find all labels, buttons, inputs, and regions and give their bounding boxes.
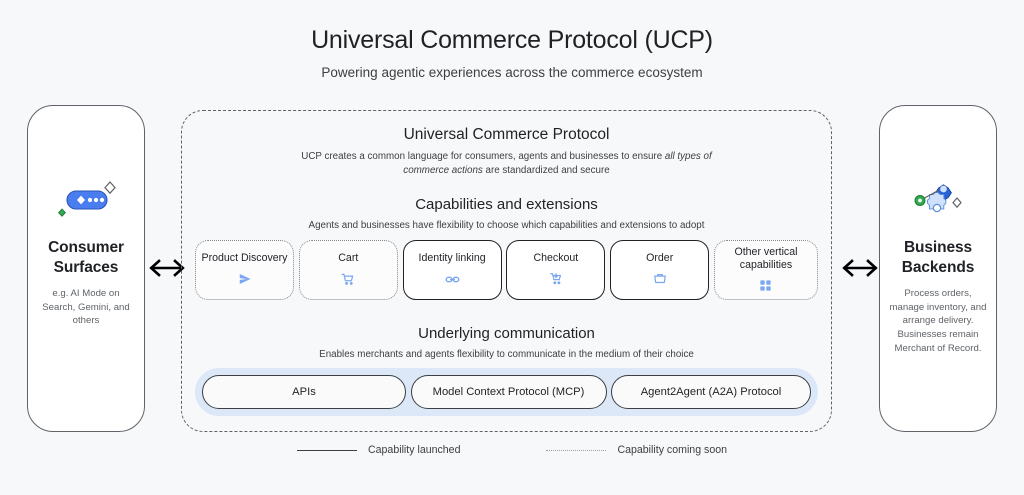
communication-title: Underlying communication — [418, 325, 595, 342]
capabilities-subtitle: Agents and businesses have flexibility t… — [308, 220, 705, 231]
capability-cards-row: Product Discovery Cart Identity linking — [195, 240, 818, 300]
ucp-subtitle-part1: UCP creates a common language for consum… — [301, 150, 665, 162]
consumer-surfaces-panel[interactable]: Consumer Surfaces e.g. AI Mode on Search… — [27, 105, 145, 432]
bidirectional-arrow-left-icon — [148, 255, 186, 281]
capability-card-checkout[interactable]: Checkout — [506, 240, 606, 300]
protocol-pill-a2a[interactable]: Agent2Agent (A2A) Protocol — [611, 375, 811, 409]
panel-title-line2: Surfaces — [53, 258, 119, 276]
legend-dotted-line-icon — [546, 449, 607, 451]
ucp-subtitle: UCP creates a common language for consum… — [182, 150, 831, 178]
capability-card-other-vertical[interactable]: Other vertical capabilities — [713, 240, 818, 300]
panel-title: Business Backends — [901, 238, 975, 278]
order-box-icon — [652, 272, 667, 287]
legend-item-launched: Capability launched — [297, 444, 460, 456]
panel-description: e.g. AI Mode on Search, Gemini, and othe… — [42, 287, 130, 327]
capability-label: Cart — [338, 252, 359, 265]
capability-label: Checkout — [533, 252, 579, 265]
legend-item-coming-soon: Capability coming soon — [546, 444, 727, 456]
capabilities-title: Capabilities and extensions — [415, 196, 598, 213]
panel-description: Process orders, manage inventory, and ar… — [889, 287, 987, 355]
panel-title-line1: Business — [903, 239, 973, 256]
capability-label: Identity linking — [418, 252, 486, 265]
page-subtitle: Powering agentic experiences across the … — [321, 64, 703, 80]
gears-network-icon — [907, 178, 969, 224]
grid-apps-icon — [758, 278, 773, 293]
capability-card-order[interactable]: Order — [610, 240, 710, 300]
protocol-pill-apis[interactable]: APIs — [202, 375, 406, 409]
ucp-subtitle-italic1: all types of — [664, 150, 712, 162]
panel-title-line1: Consumer — [48, 239, 124, 256]
capability-card-product-discovery[interactable]: Product Discovery — [195, 240, 294, 300]
ai-mode-sparkle-icon — [55, 178, 117, 224]
title-block: Universal Commerce Protocol (UCP) Poweri… — [0, 26, 1024, 81]
capability-card-cart[interactable]: Cart — [298, 240, 398, 300]
ucp-header: Universal Commerce Protocol UCP creates … — [182, 126, 831, 178]
capability-label: Product Discovery — [201, 252, 288, 265]
capability-card-identity-linking[interactable]: Identity linking — [402, 240, 502, 300]
capabilities-header: Capabilities and extensions Agents and b… — [182, 196, 831, 233]
legend: Capability launched Capability coming so… — [0, 444, 1024, 456]
ucp-panel: Universal Commerce Protocol UCP creates … — [181, 110, 832, 432]
business-backends-panel[interactable]: Business Backends Process orders, manage… — [879, 105, 997, 432]
legend-label: Capability launched — [368, 444, 461, 456]
legend-label: Capability coming soon — [617, 444, 727, 456]
communication-header: Underlying communication Enables merchan… — [182, 325, 831, 362]
chain-link-icon — [445, 272, 460, 287]
ucp-subtitle-italic2: commerce actions — [403, 164, 483, 176]
send-paper-plane-icon — [237, 272, 252, 287]
bidirectional-arrow-right-icon — [841, 255, 879, 281]
page-title: Universal Commerce Protocol (UCP) — [311, 26, 713, 54]
shopping-cart-icon — [341, 272, 356, 287]
capability-label: Other vertical capabilities — [734, 245, 798, 271]
legend-solid-line-icon — [297, 449, 357, 451]
ucp-title: Universal Commerce Protocol — [403, 126, 610, 143]
protocol-pill-mcp[interactable]: Model Context Protocol (MCP) — [410, 375, 607, 409]
panel-title-line2: Backends — [901, 258, 975, 276]
ucp-subtitle-part2: are standardized and secure — [482, 164, 610, 176]
capability-label: Order — [646, 252, 674, 265]
panel-title: Consumer Surfaces — [48, 238, 124, 278]
communication-subtitle: Enables merchants and agents flexibility… — [319, 349, 694, 360]
shopping-cart-checkout-icon — [548, 272, 563, 287]
protocol-strip: APIs Model Context Protocol (MCP) Agent2… — [195, 368, 818, 416]
